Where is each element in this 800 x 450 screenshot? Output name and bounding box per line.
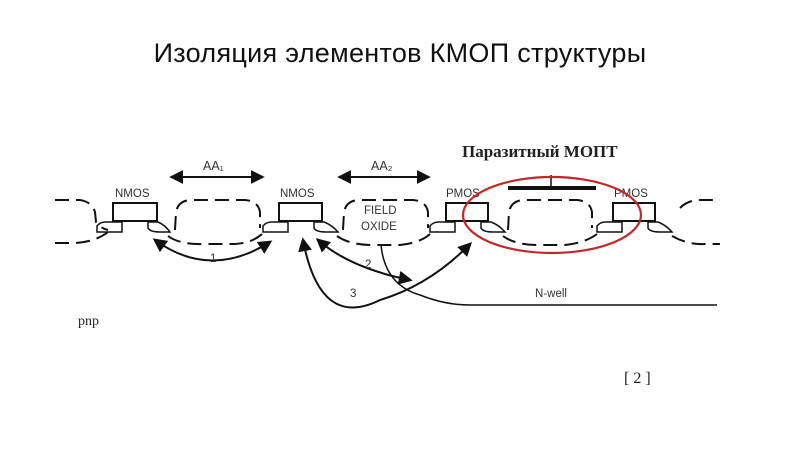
- pmos-1-drain: [480, 221, 507, 233]
- leakage-path-3-label: 3: [350, 288, 356, 300]
- pmos-2: PMOS: [596, 188, 674, 233]
- nmos-2-source: [262, 221, 289, 233]
- leakage-path-1-label: 1: [210, 253, 216, 265]
- nwell-boundary: [380, 244, 717, 306]
- aa1-label: AA₁: [203, 159, 224, 173]
- field-oxide-label-line1: FIELD: [364, 205, 397, 217]
- pmos-1-label: PMOS: [446, 188, 480, 200]
- field-oxide-3-bottom: [502, 233, 598, 246]
- aa1-dimension: AA₁: [169, 159, 265, 184]
- leakage-path-2-label: 2: [365, 259, 371, 271]
- nmos-1-gate: [112, 202, 158, 222]
- nwell-label: N-well: [535, 288, 567, 300]
- pmos-2-source: [596, 221, 623, 233]
- parasitic-highlight-ellipse: [461, 175, 643, 255]
- nmos-1: NMOS: [96, 188, 172, 233]
- field-oxide-left-bottom: [55, 231, 109, 244]
- field-oxide-2-bottom: [336, 233, 431, 246]
- field-oxide-1-bottom: [167, 233, 263, 246]
- field-oxide-label-line2: OXIDE: [361, 221, 397, 233]
- nmos-2: NMOS: [262, 188, 340, 233]
- aa2-label: AA₂: [371, 159, 393, 173]
- pmos-2-drain: [647, 221, 674, 233]
- field-oxide-2-top: [342, 199, 429, 231]
- pmos-2-gate: [612, 202, 656, 222]
- field-oxide-1-top: [174, 199, 261, 231]
- nmos-2-label: NMOS: [280, 188, 315, 200]
- nmos-1-source: [96, 221, 123, 233]
- nmos-1-label: NMOS: [115, 188, 150, 200]
- field-oxide-3-top: [507, 199, 593, 231]
- leakage-path-2: [315, 238, 413, 285]
- nmos-1-drain: [147, 221, 172, 233]
- pnp-label: pnp: [78, 314, 99, 329]
- aa2-dimension: AA₂: [337, 159, 431, 184]
- pmos-1: PMOS: [429, 188, 507, 233]
- nmos-2-gate: [278, 202, 323, 222]
- field-oxide-right-bottom: [671, 235, 720, 246]
- reference-label: [ 2 ]: [624, 370, 651, 387]
- pmos-1-source: [429, 221, 456, 233]
- slide-title: Изоляция элементов КМОП структуры: [153, 38, 647, 68]
- field-oxide-left-top: [55, 199, 109, 231]
- leakage-path-3: [298, 237, 472, 309]
- pmos-1-gate: [445, 202, 489, 222]
- leakage-path-1: [152, 238, 273, 262]
- parasitic-mosfet-label: Паразитный МОПТ: [462, 142, 618, 161]
- field-oxide-right-top: [679, 199, 720, 209]
- nmos-2-drain: [313, 221, 340, 233]
